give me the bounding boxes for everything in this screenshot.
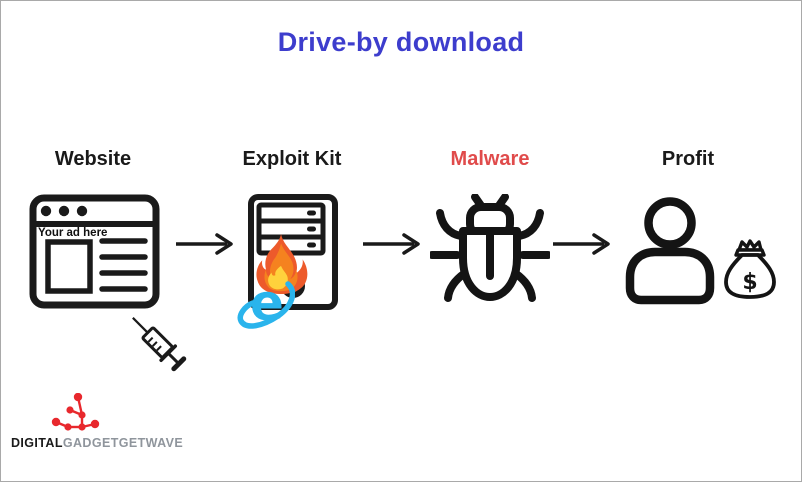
money-bag-icon: $ [724, 239, 776, 299]
step-label-malware: Malware [450, 148, 530, 170]
brand-wordmark-bold: DIGITAL [11, 436, 63, 450]
syringe-icon [123, 308, 195, 380]
step-label-website: Website [54, 148, 132, 170]
fire-icon [256, 234, 308, 294]
page-title: Drive-by download [277, 27, 525, 57]
flow-arrow-icon [553, 233, 610, 255]
dollar-sign: $ [742, 270, 757, 295]
brand-network-logo-icon [51, 393, 100, 431]
internet-explorer-icon: e [237, 275, 295, 332]
browser-window-icon [29, 194, 160, 309]
step-label-exploit-kit: Exploit Kit [242, 148, 342, 170]
brand-wordmark: DIGITALGADGETGETWAVE [11, 436, 183, 450]
person-icon [625, 197, 715, 305]
flow-arrow-icon [363, 233, 420, 255]
bug-icon [430, 194, 550, 302]
brand-wordmark-light: GADGETGETWAVE [62, 436, 184, 450]
flow-arrow-icon [176, 233, 233, 255]
ad-banner-text: Your ad here [38, 227, 108, 239]
step-label-profit: Profit [661, 148, 715, 170]
